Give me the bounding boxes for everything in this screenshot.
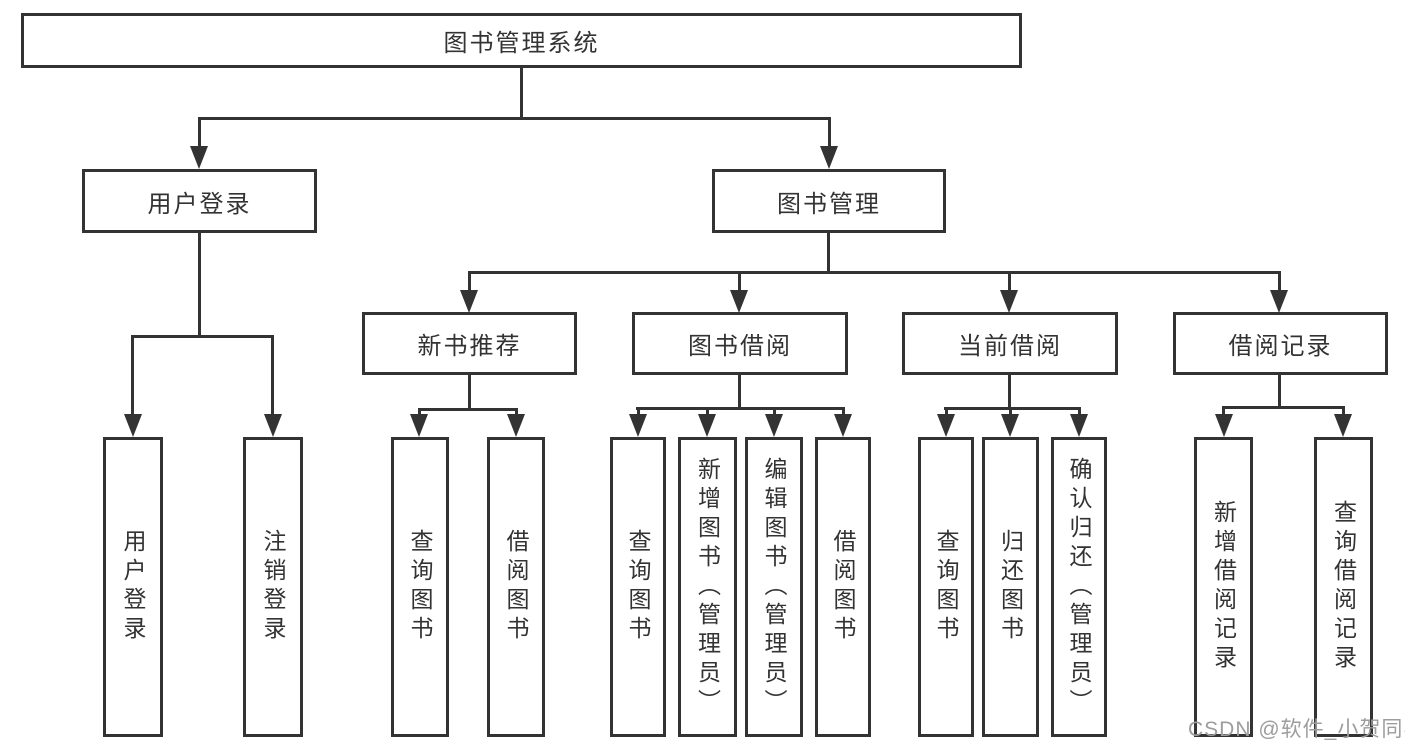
node-label: 查询图书 <box>625 529 651 645</box>
leaf-query-books: 查询图书 <box>610 437 666 737</box>
node-label: 新增借阅记录 <box>1210 500 1237 674</box>
arrow-down-icon <box>820 146 838 169</box>
connector-line <box>1009 407 1012 416</box>
node-current-borrow: 当前借阅 <box>902 312 1118 375</box>
leaf-logout: 注销登录 <box>243 437 303 737</box>
leaf-query-books: 查询图书 <box>391 437 449 737</box>
node-label: 借阅图书 <box>830 529 856 645</box>
arrow-down-icon <box>629 414 647 437</box>
leaf-edit-books-admin: 编辑图书（管理员） <box>745 437 803 737</box>
connector-line <box>198 233 201 335</box>
connector-line <box>418 408 518 411</box>
connector-line <box>636 407 845 410</box>
arrow-down-icon <box>765 414 783 437</box>
connector-line <box>842 407 845 416</box>
connector-line <box>738 271 741 292</box>
arrow-down-icon <box>264 414 282 437</box>
node-label: 借阅记录 <box>1228 333 1333 360</box>
leaf-return-books: 归还图书 <box>982 437 1039 737</box>
node-new-book-recommend: 新书推荐 <box>362 312 577 375</box>
connector-line <box>637 407 640 416</box>
leaf-add-books-admin: 新增图书（管理员） <box>678 437 737 737</box>
arrow-down-icon <box>1270 290 1288 313</box>
arrow-down-icon <box>834 414 852 437</box>
arrow-down-icon <box>1001 414 1019 437</box>
arrow-down-icon <box>1070 414 1088 437</box>
connector-line <box>271 335 274 415</box>
arrow-down-icon <box>1215 414 1233 437</box>
node-label: 图书管理系统 <box>443 30 600 57</box>
connector-line <box>418 408 421 416</box>
arrow-down-icon <box>507 414 525 437</box>
leaf-query-borrow-record: 查询借阅记录 <box>1314 437 1373 737</box>
connector-line <box>828 117 831 148</box>
arrow-down-icon <box>1000 290 1018 313</box>
arrow-down-icon <box>1334 414 1352 437</box>
node-book-management: 图书管理 <box>712 169 946 233</box>
node-library-management-system: 图书管理系统 <box>21 13 1022 68</box>
connector-line <box>468 271 1280 274</box>
leaf-borrow-books: 借阅图书 <box>487 437 545 737</box>
arrow-down-icon <box>460 290 478 313</box>
leaf-query-books: 查询图书 <box>918 437 974 737</box>
connector-line <box>738 375 741 407</box>
node-book-borrow: 图书借阅 <box>632 312 848 375</box>
connector-line <box>131 335 134 415</box>
connector-line <box>468 271 471 292</box>
node-label: 用户登录 <box>120 529 146 645</box>
node-label: 新增图书（管理员） <box>694 456 721 718</box>
connector-line <box>773 407 776 416</box>
connector-line <box>1222 406 1345 409</box>
connector-line <box>520 68 523 117</box>
node-label: 借阅图书 <box>503 529 529 645</box>
node-borrow-record: 借阅记录 <box>1173 312 1388 375</box>
node-label: 编辑图书（管理员） <box>761 456 787 718</box>
node-label: 归还图书 <box>997 529 1024 645</box>
arrow-down-icon <box>190 146 208 169</box>
leaf-borrow-books: 借阅图书 <box>815 437 871 737</box>
connector-line <box>198 117 831 120</box>
node-label: 当前借阅 <box>958 333 1062 360</box>
arrow-down-icon <box>937 414 955 437</box>
connector-line <box>706 407 709 416</box>
connector-line <box>1078 407 1081 416</box>
connector-line <box>1008 375 1011 407</box>
connector-line <box>944 407 1081 410</box>
arrow-down-icon <box>124 414 142 437</box>
node-label: 查询图书 <box>407 529 433 645</box>
leaf-user-login: 用户登录 <box>103 437 163 737</box>
node-label: 确认归还（管理员） <box>1066 456 1092 718</box>
node-label: 注销登录 <box>260 529 286 645</box>
connector-line <box>1008 271 1011 292</box>
leaf-add-borrow-record: 新增借阅记录 <box>1194 437 1253 737</box>
node-label: 查询借阅记录 <box>1330 500 1357 674</box>
connector-line <box>945 407 948 416</box>
connector-line <box>1222 406 1225 416</box>
node-label: 新书推荐 <box>417 333 522 360</box>
connector-line <box>1342 406 1345 416</box>
node-user-login: 用户登录 <box>82 169 317 233</box>
arrow-down-icon <box>730 290 748 313</box>
connector-line <box>1278 271 1281 292</box>
arrow-down-icon <box>698 414 716 437</box>
connector-line <box>827 233 830 271</box>
connector-line <box>198 117 201 148</box>
node-label: 图书借阅 <box>688 333 792 360</box>
node-label: 图书管理 <box>777 190 881 218</box>
connector-line <box>131 335 274 338</box>
leaf-confirm-return-admin: 确认归还（管理员） <box>1051 437 1107 737</box>
csdn-watermark: CSDN @软件_小贺同学 <box>1188 718 1405 741</box>
arrow-down-icon <box>410 414 428 437</box>
node-label: 查询图书 <box>933 529 959 645</box>
connector-line <box>515 408 518 416</box>
node-label: 用户登录 <box>147 190 252 218</box>
connector-line <box>468 375 471 408</box>
connector-line <box>1278 375 1281 406</box>
